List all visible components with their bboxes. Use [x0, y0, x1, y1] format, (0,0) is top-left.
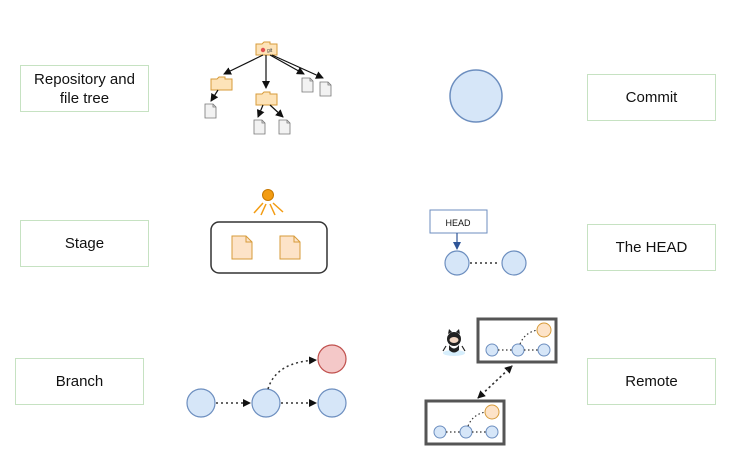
branch-label: Branch [15, 358, 144, 405]
document-icon [319, 81, 332, 97]
staged-file-icon [279, 235, 301, 260]
document-icon [253, 119, 266, 135]
remote-label: Remote [587, 358, 716, 405]
commit-node [433, 425, 447, 439]
head-label: The HEAD [587, 224, 716, 271]
head-tag [429, 209, 488, 234]
commit-node [511, 343, 525, 357]
commit-node [317, 388, 347, 418]
head-diagram: HEAD [429, 209, 527, 276]
svg-text:git: git [267, 48, 273, 54]
branch-tip-node [317, 344, 347, 374]
file-tree-diagram: git [204, 41, 332, 135]
document-icon [204, 103, 217, 119]
commit-label: Commit [587, 74, 716, 121]
repository-folder-icon: git [255, 41, 278, 56]
repository-label: Repository and file tree [20, 65, 149, 112]
commit-node [501, 250, 527, 276]
commit-node [459, 425, 473, 439]
commit-label-text: Commit [625, 89, 678, 106]
staging-area [210, 221, 328, 274]
branch-diagram [186, 344, 347, 418]
remote-diagram [424, 317, 558, 446]
github-octocat-icon [442, 329, 466, 356]
commit-node [444, 250, 470, 276]
folder-icon [210, 76, 233, 91]
commit-node [251, 388, 281, 418]
document-icon [301, 77, 314, 93]
remote-label-text: Remote [625, 373, 678, 390]
head-tag-text: HEAD [445, 218, 471, 228]
local-repo-frame [424, 399, 506, 446]
repository-label-text: Repository and file tree [34, 70, 135, 107]
commit-node [485, 425, 499, 439]
commit-node [186, 388, 216, 418]
remote-repo-frame [476, 317, 558, 364]
folder-icon [255, 91, 278, 106]
commit-node [537, 343, 551, 357]
head-label-text: The HEAD [615, 239, 688, 256]
stage-label-text: Stage [64, 235, 105, 252]
branch-tip-node [484, 404, 500, 420]
staged-file-icon [231, 235, 253, 260]
stage-label: Stage [20, 220, 149, 267]
commit-node [449, 69, 503, 123]
document-icon [278, 119, 291, 135]
spotlight-icon [253, 189, 284, 216]
commit-node [485, 343, 499, 357]
stage-diagram [210, 189, 328, 274]
branch-label-text: Branch [55, 373, 104, 390]
branch-tip-node [536, 322, 552, 338]
